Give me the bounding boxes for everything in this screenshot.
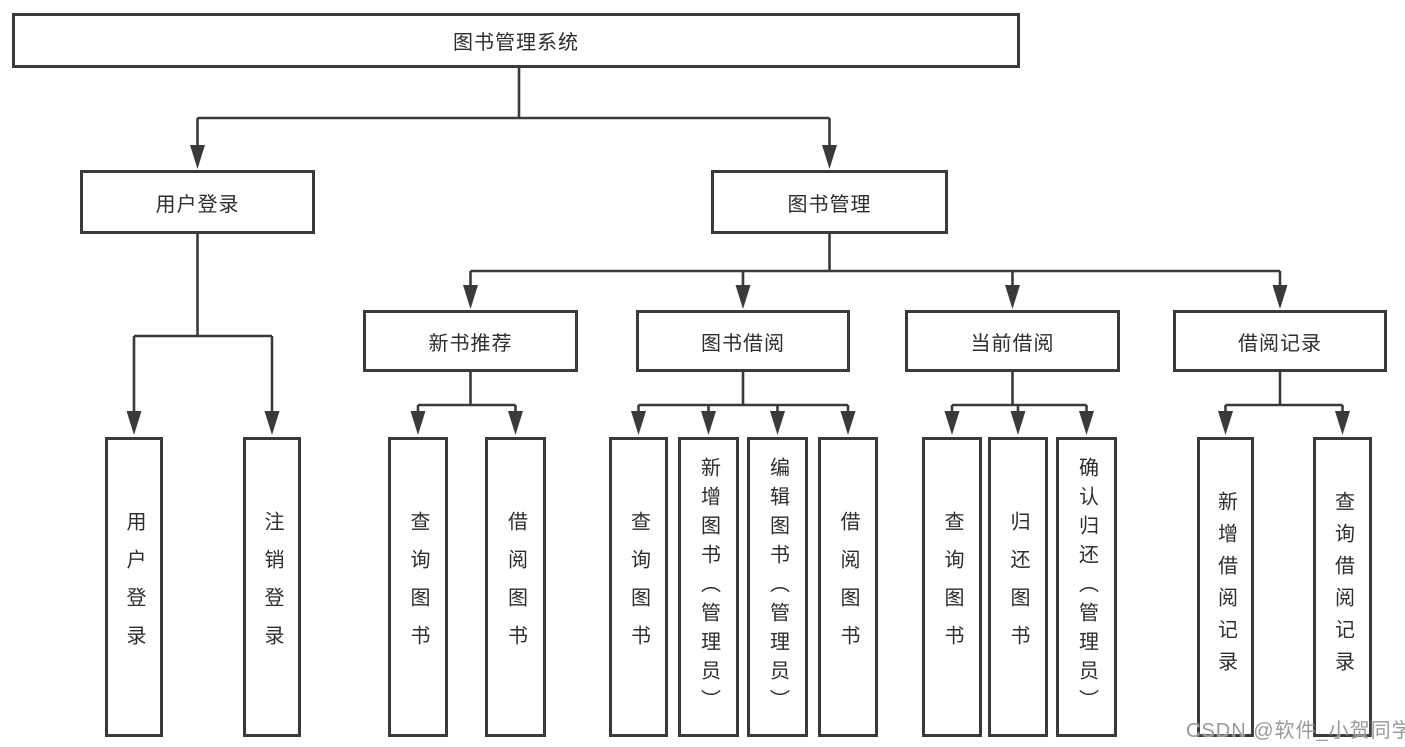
node-label: 用户登录 — [123, 511, 145, 663]
node-new-book-recommend: 新书推荐 — [363, 310, 578, 372]
node-leaf-confirm-return-admin: 确认归还（管理员） — [1056, 437, 1117, 737]
node-label: 查询借阅记录 — [1331, 491, 1354, 683]
node-leaf-add-borrow-record: 新增借阅记录 — [1197, 437, 1254, 737]
node-label: 借阅记录 — [1238, 332, 1322, 355]
node-label: 查询图书 — [407, 511, 429, 663]
node-label: 归还图书 — [1007, 511, 1029, 663]
node-leaf-add-books-admin: 新增图书（管理员） — [678, 437, 739, 737]
csdn-watermark: CSDN @软件_小贺同学 — [1186, 720, 1405, 742]
node-leaf-edit-books-admin: 编辑图书（管理员） — [747, 437, 808, 737]
node-leaf-search-borrow-record: 查询借阅记录 — [1313, 437, 1372, 737]
node-leaf-search-books-current: 查询图书 — [922, 437, 982, 737]
node-label: 图书管理系统 — [453, 32, 579, 54]
node-leaf-user-login: 用户登录 — [105, 437, 163, 737]
node-label: 查询图书 — [627, 511, 650, 663]
node-leaf-borrow-books: 借阅图书 — [818, 437, 878, 737]
node-borrow-records: 借阅记录 — [1173, 310, 1387, 372]
node-book-borrowing: 图书借阅 — [636, 310, 850, 372]
node-label: 新书推荐 — [428, 332, 513, 355]
node-label: 图书借阅 — [701, 332, 785, 355]
node-label: 查询图书 — [941, 511, 963, 663]
node-leaf-borrow-books-recommend: 借阅图书 — [485, 437, 546, 737]
node-book-management: 图书管理 — [711, 170, 948, 234]
node-label: 确认归还（管理员） — [1075, 456, 1098, 718]
node-label: 注销登录 — [261, 511, 283, 663]
node-current-borrowing: 当前借阅 — [905, 310, 1120, 372]
node-leaf-search-books-borrowing: 查询图书 — [609, 437, 668, 737]
node-label: 新增借阅记录 — [1214, 491, 1237, 683]
node-leaf-search-books-recommend: 查询图书 — [388, 437, 448, 737]
node-label: 新增图书（管理员） — [697, 456, 720, 718]
node-leaf-return-books: 归还图书 — [988, 437, 1048, 737]
node-user-login: 用户登录 — [80, 170, 315, 234]
node-library-system: 图书管理系统 — [12, 13, 1020, 68]
node-label: 编辑图书（管理员） — [766, 456, 789, 718]
node-label: 借阅图书 — [504, 511, 527, 663]
node-label: 当前借阅 — [970, 332, 1055, 355]
node-label: 用户登录 — [155, 193, 240, 216]
node-leaf-logout: 注销登录 — [243, 437, 301, 737]
node-label: 图书管理 — [787, 193, 872, 216]
node-label: 借阅图书 — [837, 511, 859, 663]
